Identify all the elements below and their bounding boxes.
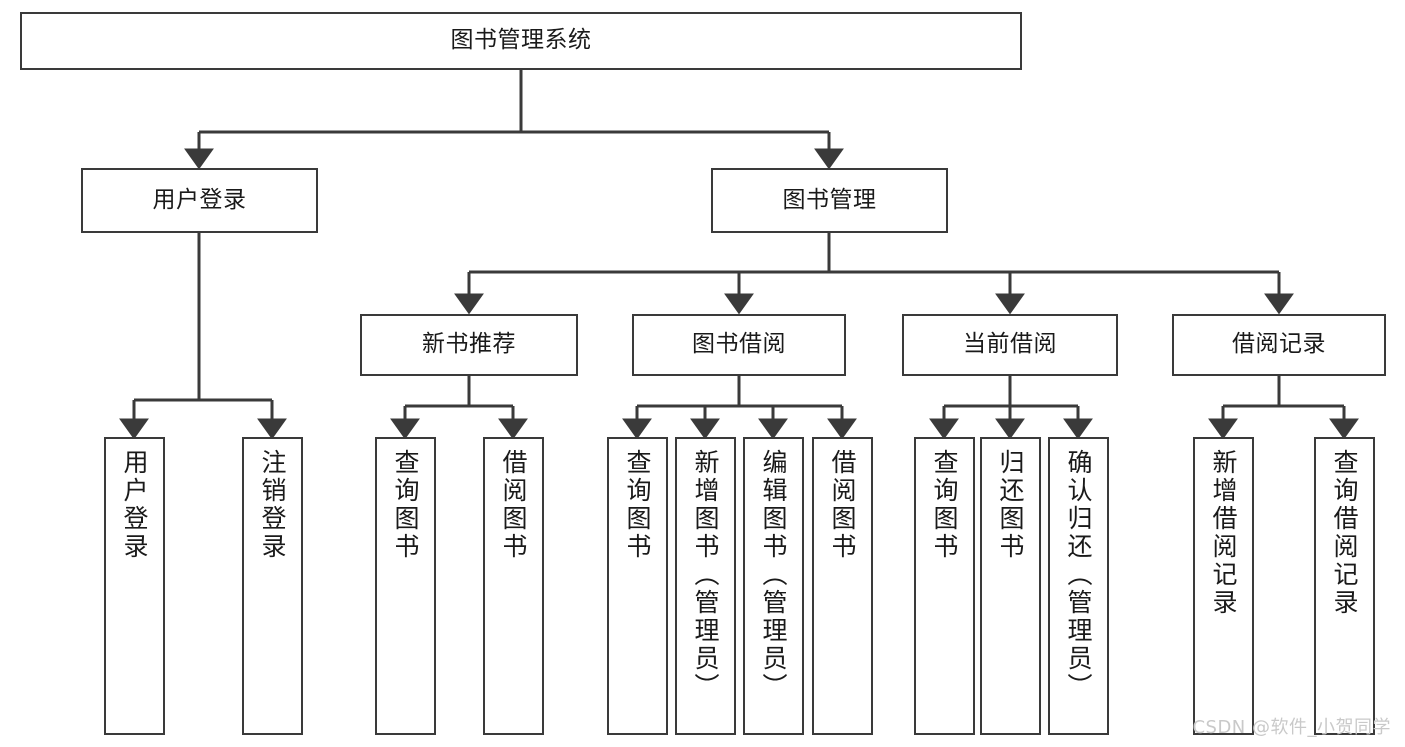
- leaf-logout-label: 注销登录: [258, 449, 287, 561]
- leaf-add-borrow-record[interactable]: 新增借阅记录: [1193, 437, 1254, 735]
- node-borrow-record[interactable]: 借阅记录: [1172, 314, 1386, 376]
- node-book-management[interactable]: 图书管理: [711, 168, 948, 233]
- leaf-borrow-book-recommend-label: 借阅图书: [499, 449, 528, 561]
- node-root-label: 图书管理系统: [450, 27, 592, 54]
- leaf-logout[interactable]: 注销登录: [242, 437, 303, 735]
- node-current-borrow[interactable]: 当前借阅: [902, 314, 1118, 376]
- leaf-return-book-label: 归还图书: [996, 449, 1025, 561]
- node-book-borrow[interactable]: 图书借阅: [632, 314, 846, 376]
- leaf-query-book[interactable]: 查询图书: [607, 437, 668, 735]
- leaf-borrow-book-label: 借阅图书: [828, 449, 857, 561]
- leaf-user-login-label: 用户登录: [120, 449, 149, 561]
- leaf-add-book-admin-label: 新增图书（管理员）: [691, 449, 720, 701]
- leaf-query-borrow-record-label: 查询借阅记录: [1330, 449, 1359, 617]
- watermark: CSDN @软件_小贺同学: [1192, 717, 1391, 738]
- node-user-login[interactable]: 用户登录: [81, 168, 318, 233]
- leaf-user-login[interactable]: 用户登录: [104, 437, 165, 735]
- node-new-book-recommend[interactable]: 新书推荐: [360, 314, 578, 376]
- leaf-confirm-return-admin[interactable]: 确认归还（管理员）: [1048, 437, 1109, 735]
- node-new-book-recommend-label: 新书推荐: [422, 331, 516, 358]
- node-book-management-label: 图书管理: [782, 186, 877, 213]
- leaf-query-book-recommend[interactable]: 查询图书: [375, 437, 436, 735]
- leaf-query-book-recommend-label: 查询图书: [391, 449, 420, 561]
- leaf-return-book[interactable]: 归还图书: [980, 437, 1041, 735]
- node-borrow-record-label: 借阅记录: [1232, 331, 1326, 358]
- leaf-query-book-current-label: 查询图书: [930, 449, 959, 561]
- node-root[interactable]: 图书管理系统: [20, 12, 1022, 70]
- leaf-borrow-book-recommend[interactable]: 借阅图书: [483, 437, 544, 735]
- leaf-confirm-return-admin-label: 确认归还（管理员）: [1064, 449, 1093, 701]
- leaf-edit-book-admin[interactable]: 编辑图书（管理员）: [743, 437, 804, 735]
- leaf-query-book-current[interactable]: 查询图书: [914, 437, 975, 735]
- leaf-edit-book-admin-label: 编辑图书（管理员）: [759, 449, 788, 701]
- leaf-add-book-admin[interactable]: 新增图书（管理员）: [675, 437, 736, 735]
- leaf-query-borrow-record[interactable]: 查询借阅记录: [1314, 437, 1375, 735]
- leaf-query-book-label: 查询图书: [623, 449, 652, 561]
- node-user-login-label: 用户登录: [152, 186, 247, 213]
- leaf-add-borrow-record-label: 新增借阅记录: [1209, 449, 1238, 617]
- leaf-borrow-book[interactable]: 借阅图书: [812, 437, 873, 735]
- node-current-borrow-label: 当前借阅: [963, 331, 1057, 358]
- node-book-borrow-label: 图书借阅: [692, 331, 786, 358]
